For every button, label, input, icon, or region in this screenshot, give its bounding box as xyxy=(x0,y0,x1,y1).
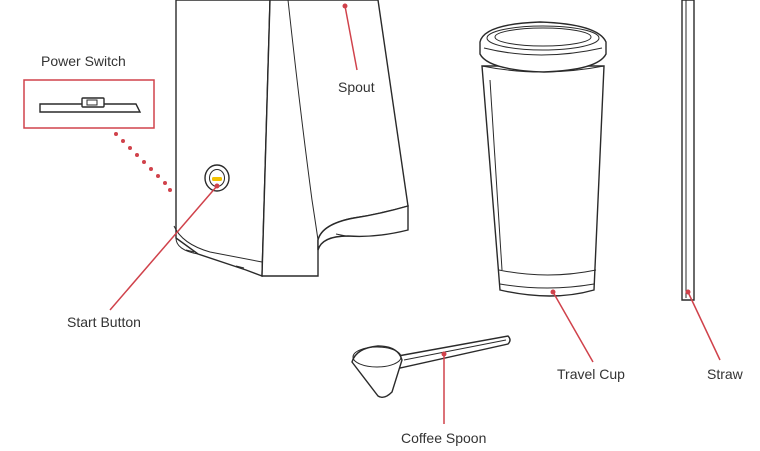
spout-label: Spout xyxy=(338,79,375,95)
travel-cup-illustration xyxy=(479,21,607,297)
machine-body xyxy=(173,0,409,277)
start-button-label: Start Button xyxy=(67,314,141,330)
straw-illustration xyxy=(681,0,695,301)
coffee-spoon-label: Coffee Spoon xyxy=(401,430,487,446)
straw-label: Straw xyxy=(707,366,743,382)
power-switch-inset xyxy=(23,79,155,129)
leader-lines xyxy=(109,3,721,424)
power-switch-label: Power Switch xyxy=(41,53,126,69)
coffee-spoon-illustration xyxy=(351,335,511,399)
travel-cup-label: Travel Cup xyxy=(557,366,625,382)
start-button-icon xyxy=(204,164,230,192)
power-switch-dotted-leader xyxy=(114,132,172,192)
